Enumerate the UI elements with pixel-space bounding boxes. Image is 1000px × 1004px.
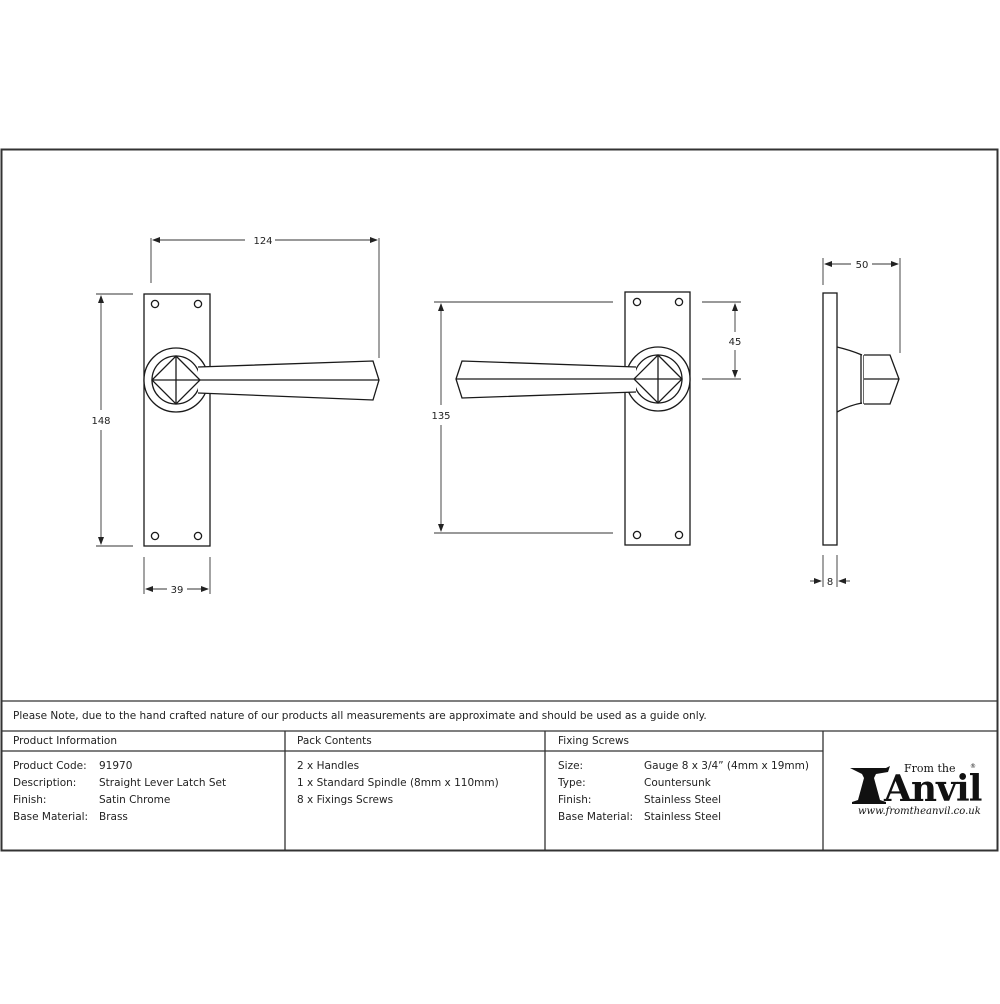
measurement-note: Please Note, due to the hand crafted nat…: [13, 710, 707, 722]
side-view: [822, 292, 900, 546]
dim-label-height: 148: [91, 416, 110, 427]
screw-type-value: Countersunk: [644, 777, 711, 789]
front-view-dimensions: [96, 237, 380, 594]
sheet-frame: [0, 148, 999, 852]
logo-from-the: From the: [904, 762, 956, 775]
dim-label-spindle-from-top: 45: [729, 337, 742, 348]
logo-url: www.fromtheanvil.co.uk: [858, 806, 981, 817]
screw-finish-value: Stainless Steel: [644, 794, 722, 806]
pack-contents-heading: Pack Contents: [297, 735, 372, 747]
anvil-icon: [850, 766, 890, 804]
screw-hole: [193, 299, 203, 309]
front-view: [143, 293, 380, 547]
dim-label-fixing-centres: 135: [431, 411, 450, 422]
description-label: Description:: [13, 777, 77, 789]
side-view-dimensions: [810, 258, 901, 587]
backplate-side: [822, 292, 838, 546]
screw-hole: [632, 530, 642, 540]
base-material-value: Brass: [99, 811, 128, 823]
neck-lower: [836, 402, 863, 413]
back-view-dimensions: [434, 301, 741, 534]
neck-upper: [836, 346, 863, 356]
pack-item: 8 x Fixings Screws: [297, 794, 394, 806]
product-code-label: Product Code:: [13, 760, 87, 772]
backplate-front: [143, 293, 211, 547]
dim-label-width-overall: 124: [253, 236, 272, 247]
description-value: Straight Lever Latch Set: [99, 777, 227, 789]
dim-label-projection: 50: [856, 260, 869, 271]
fixing-screws-heading: Fixing Screws: [558, 735, 630, 747]
screw-hole: [632, 297, 642, 307]
backplate-back: [624, 291, 691, 546]
product-info-heading: Product Information: [13, 735, 117, 747]
base-material-label: Base Material:: [13, 811, 89, 823]
screw-hole: [674, 297, 684, 307]
screw-hole: [193, 531, 203, 541]
screw-size-value: Gauge 8 x 3/4” (4mm x 19mm): [644, 760, 809, 772]
product-code-value: 91970: [99, 760, 133, 772]
screw-hole: [150, 531, 160, 541]
screw-finish-label: Finish:: [558, 794, 592, 806]
screw-hole: [150, 299, 160, 309]
registered-mark: ®: [970, 763, 976, 770]
screw-material-value: Stainless Steel: [644, 811, 722, 823]
finish-value: Satin Chrome: [99, 794, 171, 806]
finish-label: Finish:: [13, 794, 47, 806]
title-block-grid: [1, 700, 998, 851]
screw-size-label: Size:: [558, 760, 584, 772]
logo-wordmark: Anvil: [884, 768, 982, 810]
screw-hole: [674, 530, 684, 540]
brand-logo: From the Anvil ® www.fromtheanvil.co.uk: [848, 762, 982, 824]
screw-material-label: Base Material:: [558, 811, 634, 823]
back-view: [455, 291, 691, 546]
pack-item: 1 x Standard Spindle (8mm x 110mm): [297, 777, 499, 789]
dim-label-plate-thickness: 8: [827, 577, 833, 588]
dim-label-plate-width: 39: [171, 585, 184, 596]
pack-item: 2 x Handles: [297, 760, 360, 772]
screw-type-label: Type:: [558, 777, 586, 789]
